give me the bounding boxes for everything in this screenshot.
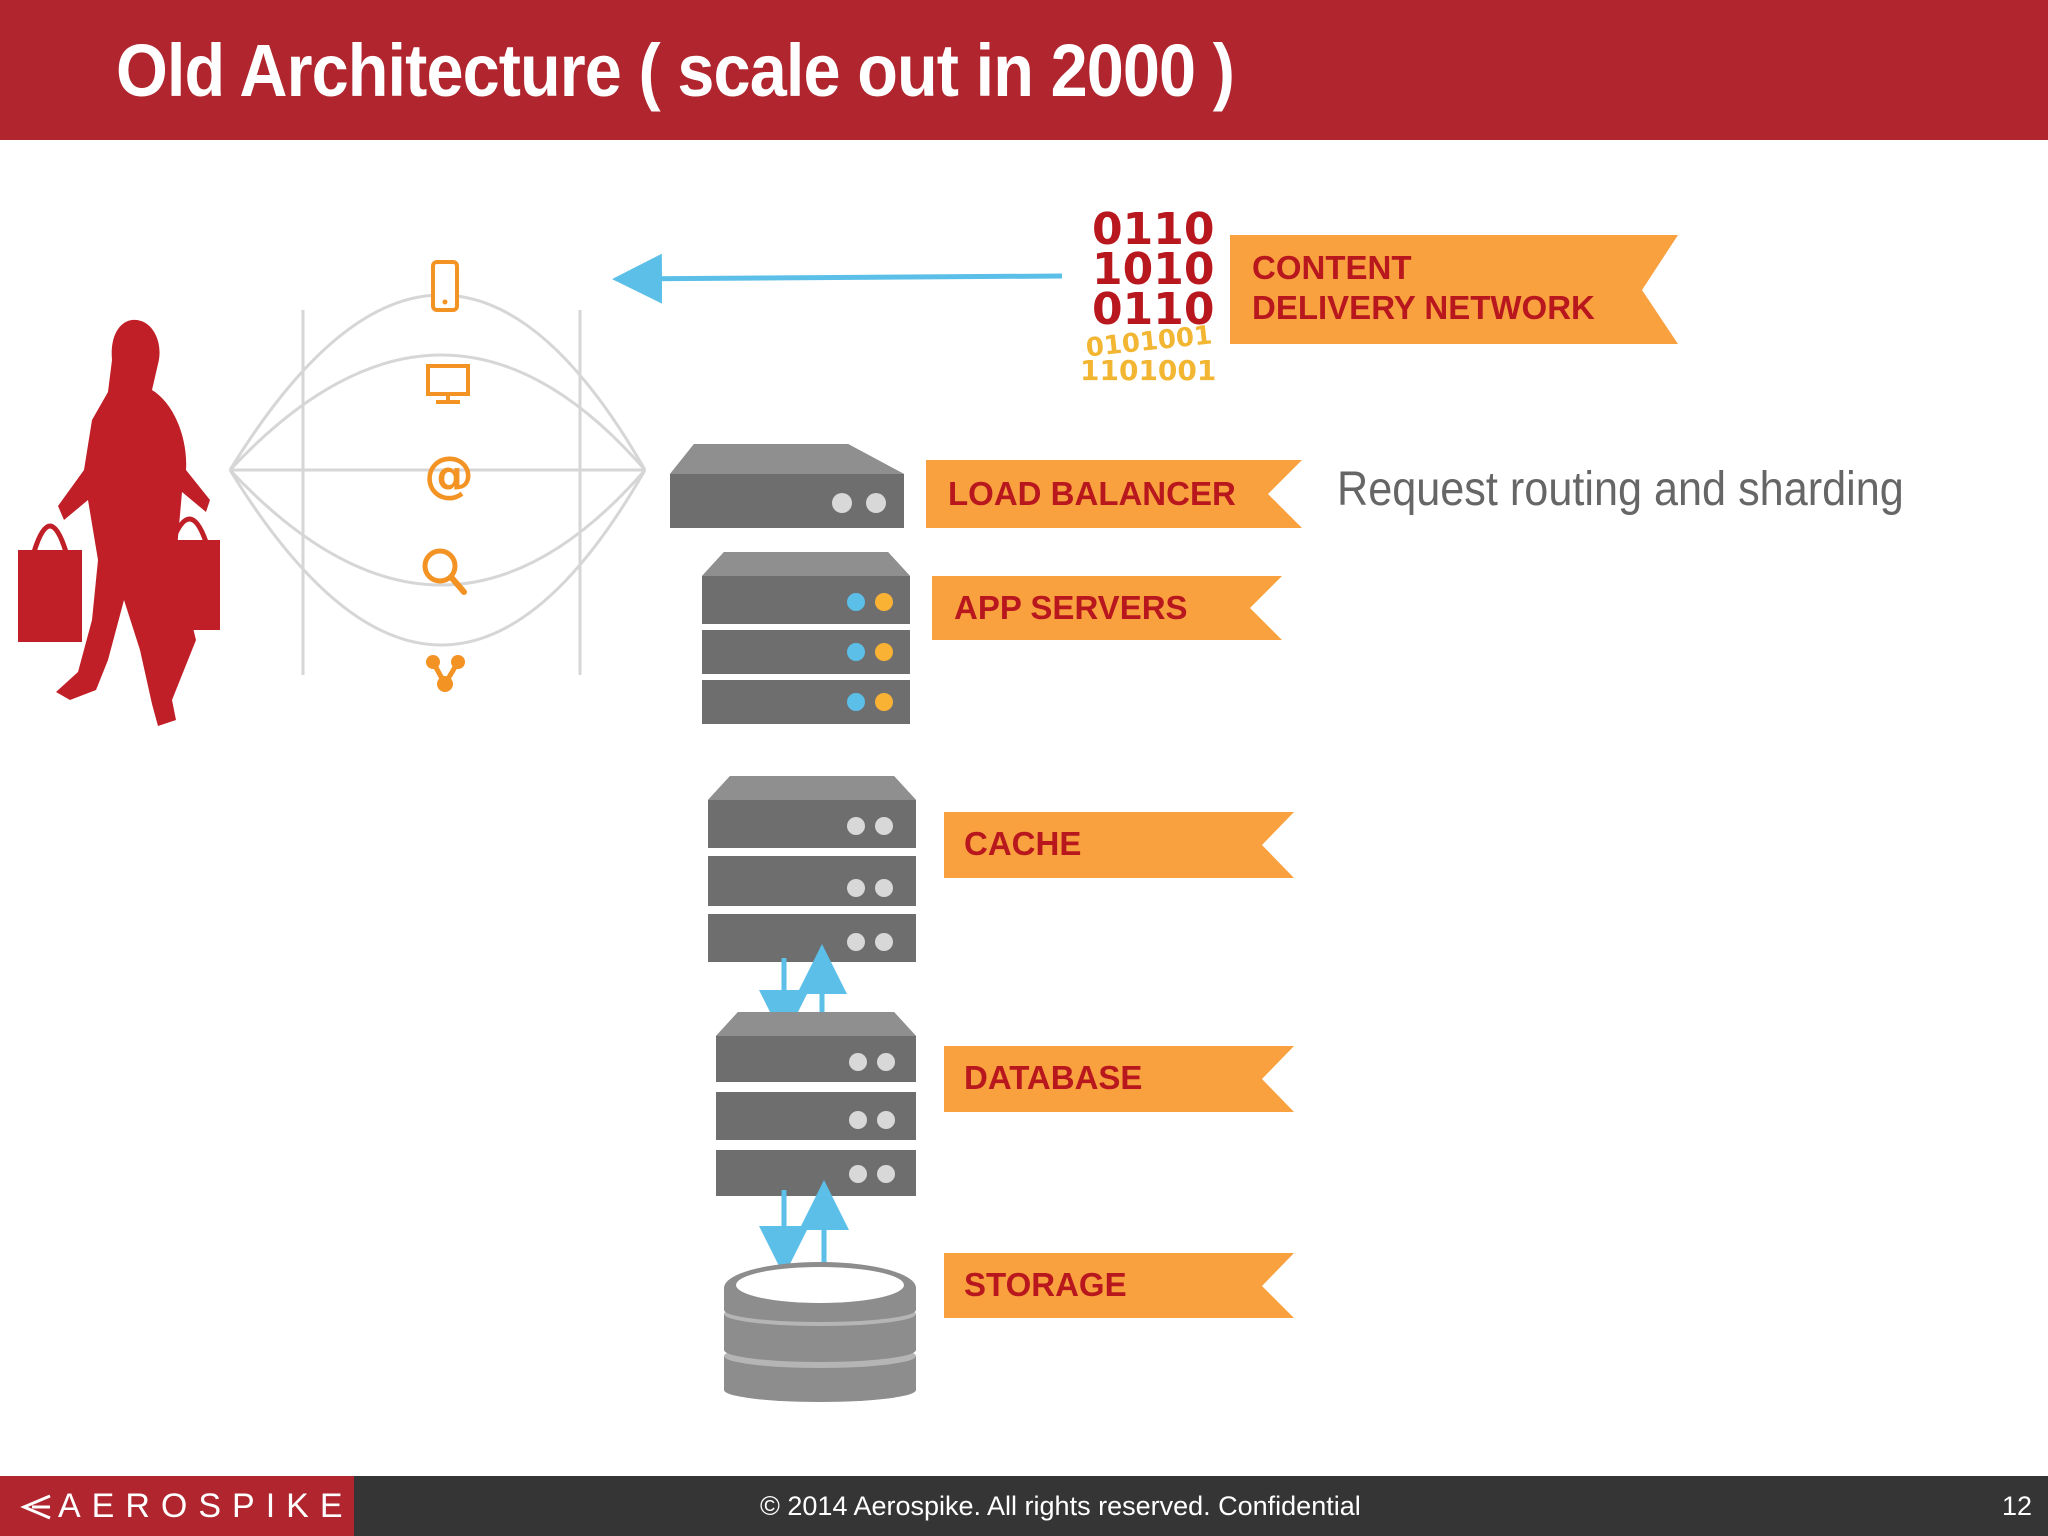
cdn-delivery-arrow	[612, 253, 1063, 304]
mobile-icon	[431, 260, 459, 312]
app-servers-label: APP SERVERS	[954, 589, 1188, 626]
aerospike-logo: AEROSPIKE	[58, 1487, 354, 1525]
database-ribbon	[944, 1046, 1294, 1112]
load-balancer-ribbon	[926, 460, 1302, 528]
svg-text:0110: 0110	[1092, 284, 1214, 335]
storage-disk-icon	[724, 1262, 916, 1402]
copyright-notice: © 2014 Aerospike. All rights reserved. C…	[760, 1491, 1361, 1521]
shopper-icon	[18, 319, 220, 726]
storage-label: STORAGE	[964, 1266, 1127, 1303]
email-icon: @	[424, 446, 474, 504]
social-icon	[426, 655, 465, 692]
storage-ribbon	[944, 1253, 1294, 1318]
request-routing-annotation: Request routing and sharding	[1337, 463, 1904, 516]
load-balancer-server	[670, 444, 904, 528]
cache-servers-stack	[708, 776, 916, 962]
svg-text:0110: 0110	[1092, 204, 1214, 255]
database-label: DATABASE	[964, 1059, 1143, 1096]
cdn-label-line1: CONTENT	[1252, 249, 1412, 286]
app-servers-ribbon	[932, 576, 1282, 640]
cdn-ribbon	[1230, 235, 1678, 344]
svg-text:@: @	[424, 446, 474, 504]
logo-box	[0, 1476, 354, 1536]
load-balancer-label: LOAD BALANCER	[948, 475, 1236, 512]
binary-data-icon: 0110 1010 0110 0101001 1101001	[1080, 204, 1216, 387]
slide-title: Old Architecture ( scale out in 2000 )	[116, 29, 1235, 112]
search-icon	[422, 548, 467, 595]
aerospike-logo-icon	[20, 1494, 51, 1520]
app-servers-stack	[702, 552, 910, 724]
desktop-icon	[426, 364, 470, 404]
page-number: 12	[2002, 1491, 2033, 1521]
cdn-label-line2: DELIVERY NETWORK	[1252, 289, 1595, 326]
cache-label: CACHE	[964, 825, 1082, 862]
svg-text:1101001: 1101001	[1080, 354, 1216, 387]
title-bar	[0, 0, 2048, 140]
cache-ribbon	[944, 812, 1294, 878]
svg-text:1010: 1010	[1092, 244, 1214, 295]
database-servers-stack	[716, 1012, 916, 1196]
